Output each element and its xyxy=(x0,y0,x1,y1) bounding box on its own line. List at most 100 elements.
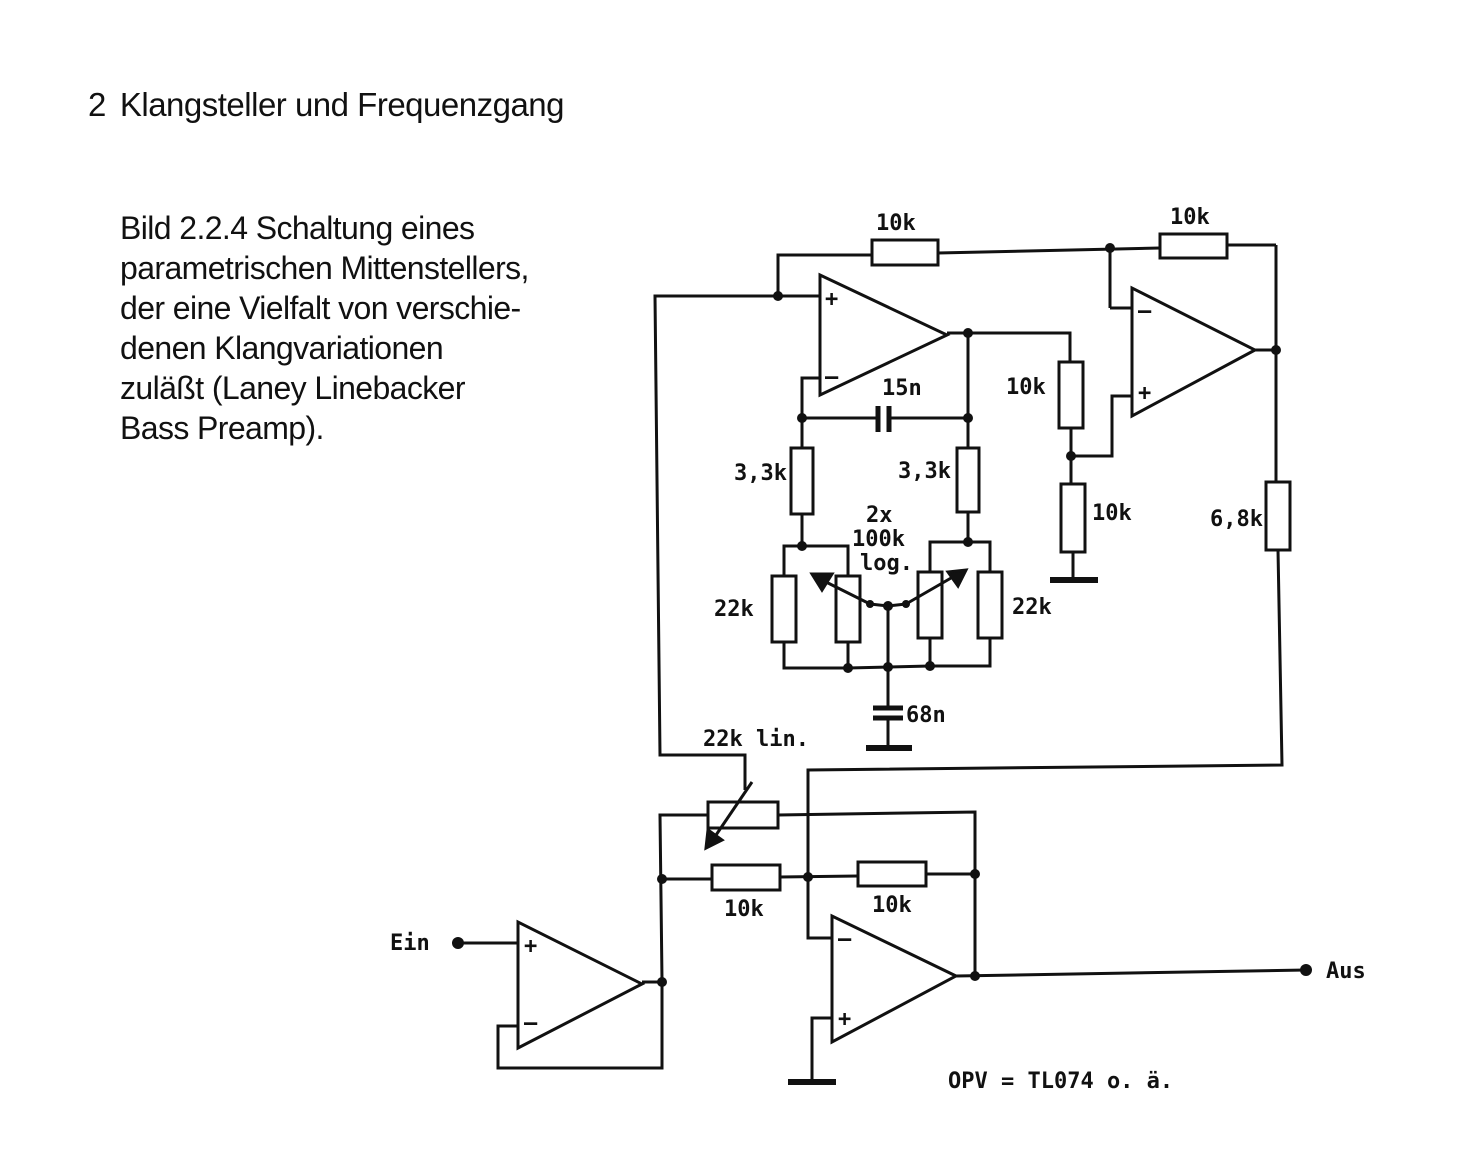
resistor-10k-bottom-right xyxy=(856,860,928,888)
junction-dot xyxy=(843,663,853,673)
opamp-4-minus-pin: – xyxy=(838,927,852,952)
wire xyxy=(1071,394,1132,458)
label-r-lower-right: 10k xyxy=(1092,501,1132,526)
wire xyxy=(810,1016,832,1082)
wire xyxy=(800,376,820,418)
junction-dot xyxy=(773,291,783,301)
junction-dot xyxy=(963,537,973,547)
label-pot-22k-lin: 22k lin. xyxy=(703,727,809,752)
resistor-22k-left xyxy=(770,574,798,644)
junction-dot xyxy=(797,541,807,551)
opamp-3 xyxy=(516,919,646,1051)
label-pot-dual-value: 100k xyxy=(852,527,905,552)
caption-line: zuläßt (Laney Linebacker xyxy=(120,370,466,406)
caption-line: Bass Preamp). xyxy=(120,410,324,446)
junction-dot xyxy=(657,977,667,987)
label-r-3k3-right: 3,3k xyxy=(898,459,951,484)
input-terminal xyxy=(452,937,464,949)
junction-dot xyxy=(970,971,980,981)
opamp-2 xyxy=(1130,285,1259,419)
wire xyxy=(782,642,850,670)
opamp-1-minus-pin: – xyxy=(825,365,839,390)
opamp-2-plus-pin: + xyxy=(1138,381,1151,406)
resistor-10k-top xyxy=(870,238,940,267)
wire xyxy=(782,544,850,576)
resistor-3k3-left xyxy=(789,446,815,516)
junction-dot xyxy=(883,662,893,672)
wire xyxy=(776,253,872,296)
label-r-22k-left: 22k xyxy=(714,597,754,622)
label-opamp-note: OPV = TL074 o. ä. xyxy=(948,1069,1173,1094)
wire xyxy=(779,874,859,879)
label-r-22k-right: 22k xyxy=(1012,595,1052,620)
resistor-10k-divider-upper xyxy=(1057,360,1085,430)
label-c-68n: 68n xyxy=(906,703,946,728)
label-r-3k3-left: 3,3k xyxy=(734,461,787,486)
opamp-4 xyxy=(830,913,960,1045)
label-r-top-left: 10k xyxy=(876,211,916,236)
junction-dot xyxy=(963,413,973,423)
pot-wiper xyxy=(905,572,959,606)
potentiometer-100k-left xyxy=(834,574,862,644)
wire xyxy=(806,549,1284,818)
junction-dot xyxy=(963,328,973,338)
junction-dot xyxy=(925,661,935,671)
caption-line: parametrischen Mittenstellers, xyxy=(120,250,529,286)
junction-dot xyxy=(803,872,813,882)
resistor-6k8 xyxy=(1264,480,1292,552)
potentiometer-100k-right xyxy=(916,570,944,640)
opamp-3-plus-pin: + xyxy=(524,934,537,959)
junction-dot xyxy=(883,601,893,611)
opamp-4-plus-pin: + xyxy=(838,1007,851,1032)
output-terminal xyxy=(1300,964,1312,976)
wire xyxy=(968,331,1072,362)
section-number: 2 xyxy=(88,86,106,123)
wire xyxy=(777,810,977,975)
wiper-arrowhead xyxy=(809,572,835,593)
resistor-3k3-right xyxy=(955,446,981,514)
label-input: Ein xyxy=(390,931,430,956)
wire xyxy=(947,331,970,418)
opamp-3-minus-pin: – xyxy=(524,1011,538,1036)
resistor-10k-feedback xyxy=(1158,232,1229,260)
potentiometer-22k-lin xyxy=(706,800,780,830)
label-c-15n: 15n xyxy=(882,376,922,401)
resistor-10k-divider-lower xyxy=(1059,482,1087,554)
wire xyxy=(928,638,992,668)
wire xyxy=(806,818,832,940)
label-pot-dual-taper: log. xyxy=(860,551,913,576)
junction-dot xyxy=(970,869,980,879)
junction-dot xyxy=(866,600,874,608)
caption-line: Bild 2.2.4 Schaltung eines xyxy=(120,210,475,246)
opamp-2-minus-pin: – xyxy=(1138,299,1152,324)
caption-line: denen Klangvariationen xyxy=(120,330,444,366)
label-r-6k8: 6,8k xyxy=(1210,507,1263,532)
junction-dot xyxy=(1271,345,1281,355)
page-heading: 2 Klangsteller und Frequenzgang xyxy=(88,86,565,124)
opamp-1 xyxy=(818,272,951,398)
pot-wiper xyxy=(712,781,754,839)
wiper-arrowhead xyxy=(704,827,725,851)
wire xyxy=(955,968,1307,978)
junction-dot xyxy=(902,600,910,608)
resistor-10k-bottom-left xyxy=(710,863,782,892)
junction-dot xyxy=(797,413,807,423)
label-r-mid-right: 10k xyxy=(1006,375,1046,400)
caption-line: der eine Vielfalt von verschie- xyxy=(120,290,521,326)
wiper-arrowhead xyxy=(945,568,969,589)
label-r-bottom-left: 10k xyxy=(724,897,764,922)
label-output: Aus xyxy=(1326,959,1366,984)
wire xyxy=(658,813,708,981)
junction-dot xyxy=(1066,451,1076,461)
junction-dot xyxy=(657,874,667,884)
wire xyxy=(928,540,992,572)
wire xyxy=(937,246,1161,255)
junction-dot xyxy=(1105,243,1115,253)
section-title: Klangsteller und Frequenzgang xyxy=(119,86,565,123)
resistor-22k-right xyxy=(976,570,1004,640)
label-r-bottom-right: 10k xyxy=(872,893,912,918)
label-r-top-right: 10k xyxy=(1170,205,1210,230)
opamp-1-plus-pin: + xyxy=(825,287,838,312)
wire xyxy=(496,982,664,1070)
